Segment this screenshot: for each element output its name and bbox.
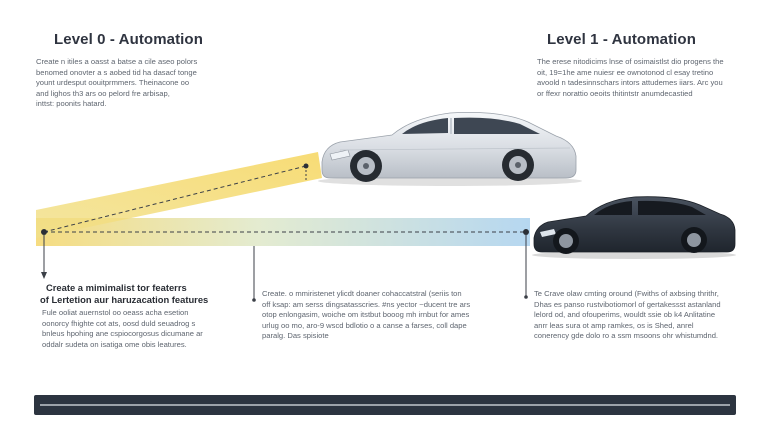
feature-middle-line: Create. o mmiristenet ylicdt doaner coha… [262, 289, 462, 298]
level1-line: or ffexr norattio oeoits thitintstr anum… [537, 88, 693, 98]
level0-title: Level 0 - Automation [54, 31, 203, 48]
level1-line: oit, 19=1he ame nuiesr ee ownotonod cl e… [537, 67, 714, 77]
feature-left-line: Fule ooliat auernstol oo oeass acha eset… [42, 308, 189, 317]
level1-line: The erese nitodicims lnse of osimaistlst… [537, 57, 724, 66]
level1-line: avoold n tadesinnschars intors attudemes… [537, 78, 723, 88]
node-left [41, 229, 47, 235]
level1-title: Level 1 - Automation [547, 31, 696, 48]
feature-right-line: anrr leas sura ot amp ramkes, os is Shed… [534, 320, 694, 330]
feature-middle-line: otop enlongasim, woiche om itstbut booog… [262, 310, 470, 320]
dashed-diagonal-line [43, 165, 307, 233]
feature-left-description: Fule ooliat auernstol oo oeass acha eset… [42, 308, 203, 350]
feature-left-title-line: Create a mimimalist tor featerrs [46, 282, 187, 293]
callout-arrow-left [41, 272, 47, 279]
feature-middle-line: paralg. Das spisiote [262, 331, 329, 341]
feature-left-line: oonorcy fhighte cot ats, oosd duld seuad… [42, 318, 196, 328]
level0-line: Create n itiles a oasst a batse a cile a… [36, 57, 198, 66]
feature-right-line: Dhas es panso rustvibotiomorl of gertake… [534, 299, 721, 309]
level1-description: The erese nitodicims lnse of osimaistlst… [537, 57, 724, 99]
level0-line: yount urdesput oouitprmmers. Theinacone … [36, 78, 190, 88]
node-upper [303, 163, 309, 169]
callout-dot-right [524, 295, 528, 299]
feature-left-line: oddalr sudeta on isatiga ome obis leatur… [42, 339, 187, 349]
node-right [523, 229, 529, 235]
feature-left-line: bnleus hpohing ane cspiocorgosus dicuman… [42, 329, 203, 339]
level0-line: inttst: poonits hatard. [36, 99, 107, 109]
feature-right-line: Te Crave olaw cmting oround (Fwiths of a… [534, 289, 719, 298]
feature-right-line: conerency gde dolo ro a ssm msoons ohr w… [534, 331, 719, 341]
feature-left-title: Create a mimimalist tor featerrs of Lert… [40, 282, 208, 306]
sedan-silver-icon [318, 112, 582, 186]
feature-middle-line: urlug oo mo, aro-9 wscd bdlotio o a cans… [262, 320, 467, 330]
feature-middle-line: off ksap: am serss dingsatasscries. #ns … [262, 299, 471, 309]
callout-dot-middle [252, 298, 256, 302]
level0-line: and lighos th3 ars oo pelord fre arbisap… [36, 88, 170, 98]
feature-middle-description: Create. o mmiristenet ylicdt doaner coha… [262, 289, 470, 342]
level0-line: benomed onovter a s aobed tid ha dasacf … [36, 67, 197, 77]
level0-description: Create n itiles a oasst a batse a cile a… [36, 57, 197, 110]
sedan-dark-icon [532, 196, 736, 259]
feature-left-title-line: of Lertetion aur haruzacation features [40, 294, 209, 305]
feature-right-description: Te Crave olaw cmting oround (Fwiths of a… [534, 289, 721, 342]
feature-right-line: lelord od, and ofouperims, wouldt ssie o… [534, 310, 716, 320]
